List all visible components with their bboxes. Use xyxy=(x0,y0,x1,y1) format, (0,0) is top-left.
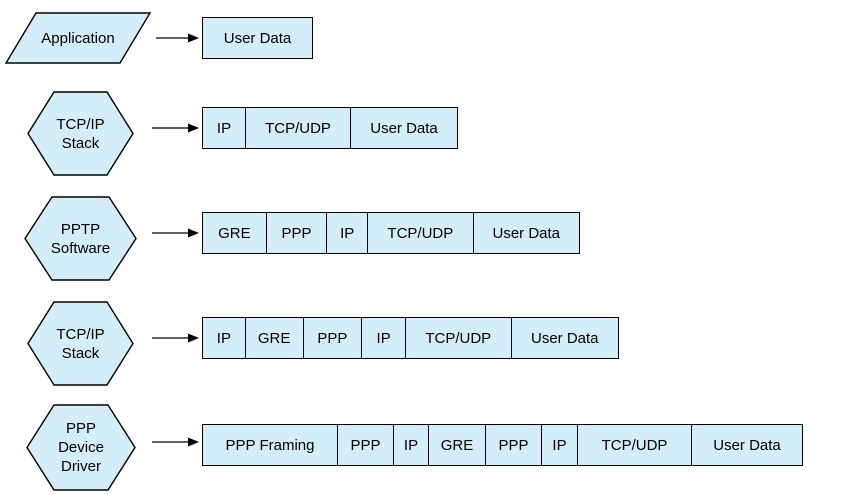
packet-cell: IP xyxy=(362,318,407,358)
packet-cell: GRE xyxy=(245,318,304,358)
layer-label-tcpip-stack-2: TCP/IP Stack xyxy=(56,325,105,362)
arrow-pptp-software xyxy=(152,227,200,239)
packet-cell: User Data xyxy=(473,213,579,253)
packet-cell: User Data xyxy=(511,318,618,358)
packet-strip-tcpip-stack-1: IP TCP/UDP User Data xyxy=(202,107,458,149)
packet-cell: TCP/UDP xyxy=(406,318,512,358)
layer-shape-application: Application xyxy=(4,12,152,64)
packet-cell: IP xyxy=(542,425,578,465)
layer-shape-tcpip-stack-1: TCP/IP Stack xyxy=(27,91,134,176)
packet-cell: IP xyxy=(394,425,429,465)
arrow-ppp-device-driver xyxy=(152,436,200,448)
packet-cell: User Data xyxy=(692,425,802,465)
packet-cell: PPP xyxy=(486,425,542,465)
packet-strip-application: User Data xyxy=(202,17,313,59)
layer-shape-pptp-software: PPTP Software xyxy=(24,196,137,281)
packet-cell: TCP/UDP xyxy=(368,213,474,253)
layer-shape-ppp-device-driver: PPP Device Driver xyxy=(26,404,136,491)
layer-label-pptp-software: PPTP Software xyxy=(50,220,111,257)
packet-cell: PPP xyxy=(303,318,363,358)
packet-cell: PPP Framing xyxy=(203,425,338,465)
packet-cell: GRE xyxy=(203,213,267,253)
packet-cell: IP xyxy=(203,318,246,358)
packet-cell: GRE xyxy=(429,425,486,465)
packet-cell: User Data xyxy=(203,18,312,58)
hexagon-icon xyxy=(27,301,134,386)
hexagon-icon xyxy=(27,91,134,176)
packet-cell: TCP/UDP xyxy=(246,108,351,148)
packet-cell: User Data xyxy=(351,108,457,148)
packet-cell: IP xyxy=(203,108,246,148)
layer-label-tcpip-stack-1: TCP/IP Stack xyxy=(56,115,105,152)
layer-label-application: Application xyxy=(41,29,115,47)
layer-shape-tcpip-stack-2: TCP/IP Stack xyxy=(27,301,134,386)
layer-label-ppp-device-driver: PPP Device Driver xyxy=(58,420,104,475)
packet-cell: TCP/UDP xyxy=(578,425,692,465)
parallelogram-icon xyxy=(4,12,152,64)
packet-cell: PPP xyxy=(338,425,394,465)
packet-strip-pptp-software: GRE PPP IP TCP/UDP User Data xyxy=(202,212,580,254)
packet-cell: IP xyxy=(327,213,369,253)
packet-strip-ppp-device-driver: PPP Framing PPP IP GRE PPP IP TCP/UDP Us… xyxy=(202,424,803,466)
packet-strip-tcpip-stack-2: IP GRE PPP IP TCP/UDP User Data xyxy=(202,317,619,359)
hexagon-icon xyxy=(24,196,137,281)
arrow-tcpip-stack-2 xyxy=(152,332,200,344)
packet-cell: PPP xyxy=(266,213,328,253)
hexagon-icon xyxy=(26,404,136,491)
arrow-application xyxy=(156,32,200,44)
arrow-tcpip-stack-1 xyxy=(152,122,200,134)
